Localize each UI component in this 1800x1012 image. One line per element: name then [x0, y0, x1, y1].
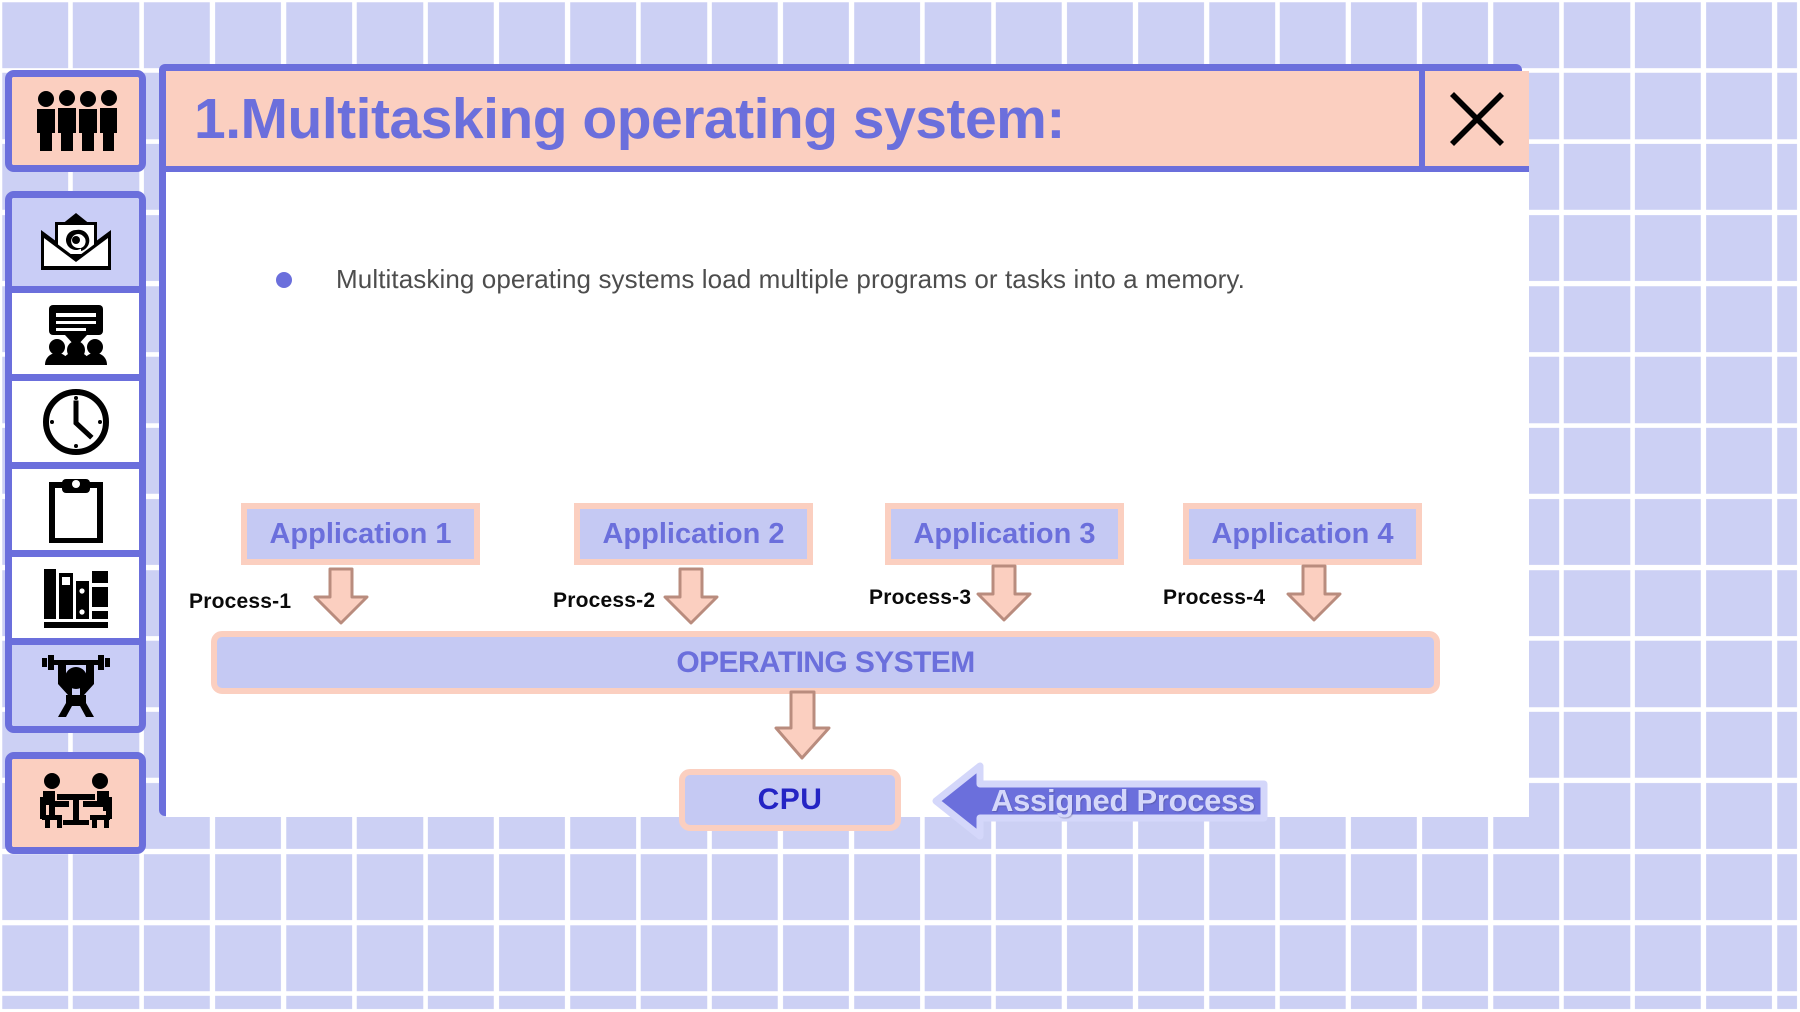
down-arrow-icon-2	[663, 567, 719, 625]
slide-body: Multitasking operating systems load mult…	[166, 172, 1529, 840]
down-arrow-icon-1	[313, 567, 369, 625]
weightlifter-icon	[38, 654, 114, 717]
email-envelope-icon	[39, 212, 113, 272]
process-label-4: Process-4	[1163, 586, 1266, 609]
down-arrow-icon-4	[1286, 564, 1342, 622]
cpu-box[interactable]: CPU	[679, 769, 901, 831]
sidebar-group-3	[5, 752, 146, 854]
sidebar-group-1	[5, 70, 146, 172]
page-title: 1.Multitasking operating system:	[194, 86, 1065, 151]
application-label: Application 1	[269, 517, 452, 550]
close-x-icon	[1446, 88, 1508, 150]
sidebar-item-discussion[interactable]	[12, 286, 139, 374]
slide-card: 1.Multitasking operating system: Multita…	[159, 64, 1529, 840]
application-box-2[interactable]: Application 2	[574, 503, 813, 565]
process-label-2: Process-2	[553, 589, 656, 612]
sidebar-group-2	[5, 191, 146, 733]
down-arrow-icon-os-to-cpu	[774, 690, 831, 760]
operating-system-bar[interactable]: OPERATING SYSTEM	[211, 631, 1440, 694]
application-box-4[interactable]: Application 4	[1183, 503, 1422, 565]
close-button[interactable]	[1425, 71, 1529, 172]
books-icon	[40, 567, 112, 629]
sidebar-item-library[interactable]	[12, 550, 139, 638]
sidebar-item-fitness[interactable]	[12, 638, 139, 726]
cpu-label: CPU	[757, 783, 823, 816]
assigned-process-arrow	[928, 760, 1268, 842]
sidebar-icon-rail	[5, 70, 146, 854]
sidebar-item-email[interactable]	[12, 198, 139, 286]
application-label: Application 2	[602, 517, 785, 550]
down-arrow-icon-3	[976, 564, 1032, 622]
bullet-dot-icon	[276, 271, 292, 288]
slide-title-box: 1.Multitasking operating system:	[166, 71, 1425, 172]
application-label: Application 4	[1211, 517, 1394, 550]
slide-title-band: 1.Multitasking operating system:	[166, 71, 1529, 172]
speech-bubble-people-icon	[39, 303, 113, 365]
application-box-1[interactable]: Application 1	[241, 503, 480, 565]
sidebar-item-clock[interactable]	[12, 374, 139, 462]
clock-icon	[42, 388, 109, 455]
sidebar-item-people-group[interactable]	[12, 77, 139, 165]
process-label-1: Process-1	[189, 590, 292, 613]
bullet-text: Multitasking operating systems load mult…	[336, 264, 1245, 294]
bullet-item: Multitasking operating systems load mult…	[276, 264, 1245, 295]
operating-system-label: OPERATING SYSTEM	[676, 645, 975, 679]
application-box-3[interactable]: Application 3	[885, 503, 1124, 565]
meeting-table-icon	[33, 772, 119, 834]
sidebar-item-meeting[interactable]	[12, 759, 139, 847]
clipboard-icon	[48, 477, 104, 543]
people-group-icon	[33, 90, 119, 152]
application-label: Application 3	[913, 517, 1096, 550]
process-label-3: Process-3	[869, 586, 972, 609]
sidebar-item-clipboard[interactable]	[12, 462, 139, 550]
